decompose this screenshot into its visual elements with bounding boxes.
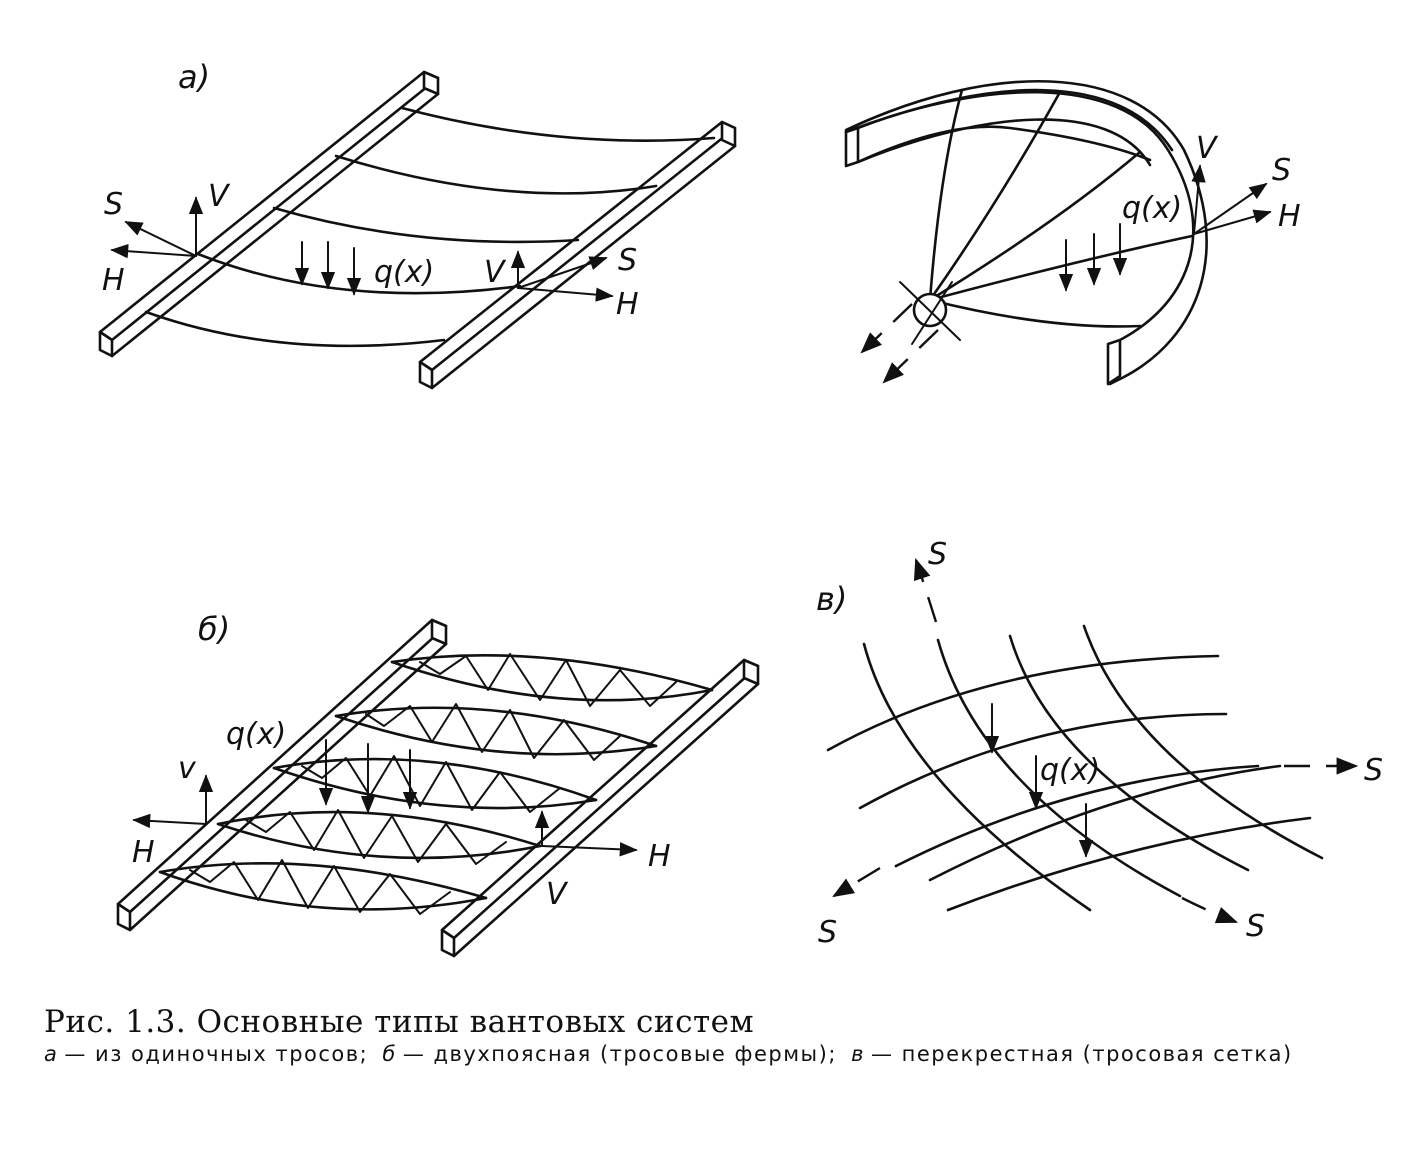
panel-a-left-beam bbox=[98, 70, 440, 358]
label-load: q(x) bbox=[1040, 753, 1100, 788]
trusses bbox=[158, 653, 714, 915]
panel-v-load: q(x) bbox=[984, 703, 1100, 858]
radial-cables bbox=[856, 88, 1194, 328]
net-cables-longitudinal bbox=[862, 624, 1324, 912]
label-h: H bbox=[648, 839, 671, 874]
panel-v-label: в) bbox=[816, 580, 847, 618]
panel-b-cable-trusses: б) bbox=[116, 610, 760, 958]
truss bbox=[272, 755, 598, 813]
label-load: q(x) bbox=[374, 255, 434, 290]
label-h: H bbox=[616, 287, 639, 322]
label-s: S bbox=[618, 243, 637, 278]
figure-caption: Рис. 1.3. Основные типы вантовых систем … bbox=[44, 1004, 1404, 1067]
panel-b-label: б) bbox=[198, 610, 230, 648]
panel-a-load: q(x) bbox=[294, 241, 434, 296]
dome-load: q(x) bbox=[1058, 191, 1182, 292]
label-s: S bbox=[1272, 153, 1291, 188]
net-arrow-s bbox=[832, 866, 881, 898]
panel-b-load: q(x) bbox=[226, 717, 418, 814]
panel-a-single-cables: a) S V H bbox=[98, 58, 737, 390]
caption-part-a-letter: а bbox=[44, 1042, 59, 1066]
reaction-arrow-s bbox=[124, 221, 197, 257]
caption-part-v-letter: в bbox=[851, 1042, 865, 1066]
panel-v-cable-net: в) S S S S q(x) bbox=[816, 537, 1383, 950]
label-v: V bbox=[484, 255, 507, 290]
truss bbox=[390, 653, 714, 707]
net-arrow-s bbox=[913, 557, 938, 623]
cable-systems-figure: a) S V H bbox=[98, 58, 1383, 958]
dome-reaction-arrow bbox=[860, 303, 913, 354]
caption-part-b-letter: б bbox=[382, 1042, 397, 1066]
caption-title: Рис. 1.3. Основные типы вантовых систем bbox=[44, 1004, 755, 1040]
reaction-arrow-h bbox=[110, 243, 197, 259]
panel-a-left-reactions: S V H bbox=[102, 179, 231, 298]
caption-part-b-text: — двухпоясная (тросовые фермы); bbox=[402, 1042, 837, 1066]
label-load: q(x) bbox=[1122, 191, 1182, 226]
truss bbox=[334, 703, 658, 761]
label-v: V bbox=[1196, 131, 1219, 166]
caption-part-v-text: — перекрестная (тросовая сетка) bbox=[870, 1042, 1293, 1066]
panel-b-left-reactions: v H bbox=[132, 751, 214, 870]
panel-b-right-beam bbox=[440, 658, 760, 958]
label-s: S bbox=[104, 187, 123, 222]
panel-a-label: a) bbox=[178, 58, 210, 96]
dome-reaction-arrow bbox=[882, 329, 939, 384]
panel-a-right-reactions: V S H bbox=[484, 243, 639, 322]
label-h: H bbox=[132, 835, 155, 870]
label-h: H bbox=[102, 263, 125, 298]
label-v: V bbox=[208, 179, 231, 214]
ring-beam bbox=[844, 79, 1208, 386]
label-s: S bbox=[1364, 753, 1383, 788]
label-v-small: v bbox=[178, 751, 197, 786]
caption-part-a-text: — из одиночных тросов; bbox=[64, 1042, 369, 1066]
label-s: S bbox=[928, 537, 947, 572]
panel-b-right-reactions: V H bbox=[534, 810, 671, 912]
truss bbox=[216, 809, 542, 865]
label-s: S bbox=[818, 915, 837, 950]
truss bbox=[158, 859, 488, 915]
panel-a-radial-dome: q(x) V S H bbox=[844, 79, 1301, 386]
net-arrow-s bbox=[1181, 896, 1239, 924]
caption-body: а— из одиночных тросов; б— двухпоясная (… bbox=[44, 1042, 1404, 1067]
label-load: q(x) bbox=[226, 717, 286, 752]
dome-reactions: V S H bbox=[1191, 131, 1301, 235]
label-v: V bbox=[546, 877, 569, 912]
panel-a-right-beam bbox=[418, 120, 737, 390]
label-s: S bbox=[1246, 909, 1265, 944]
label-h: H bbox=[1278, 199, 1301, 234]
